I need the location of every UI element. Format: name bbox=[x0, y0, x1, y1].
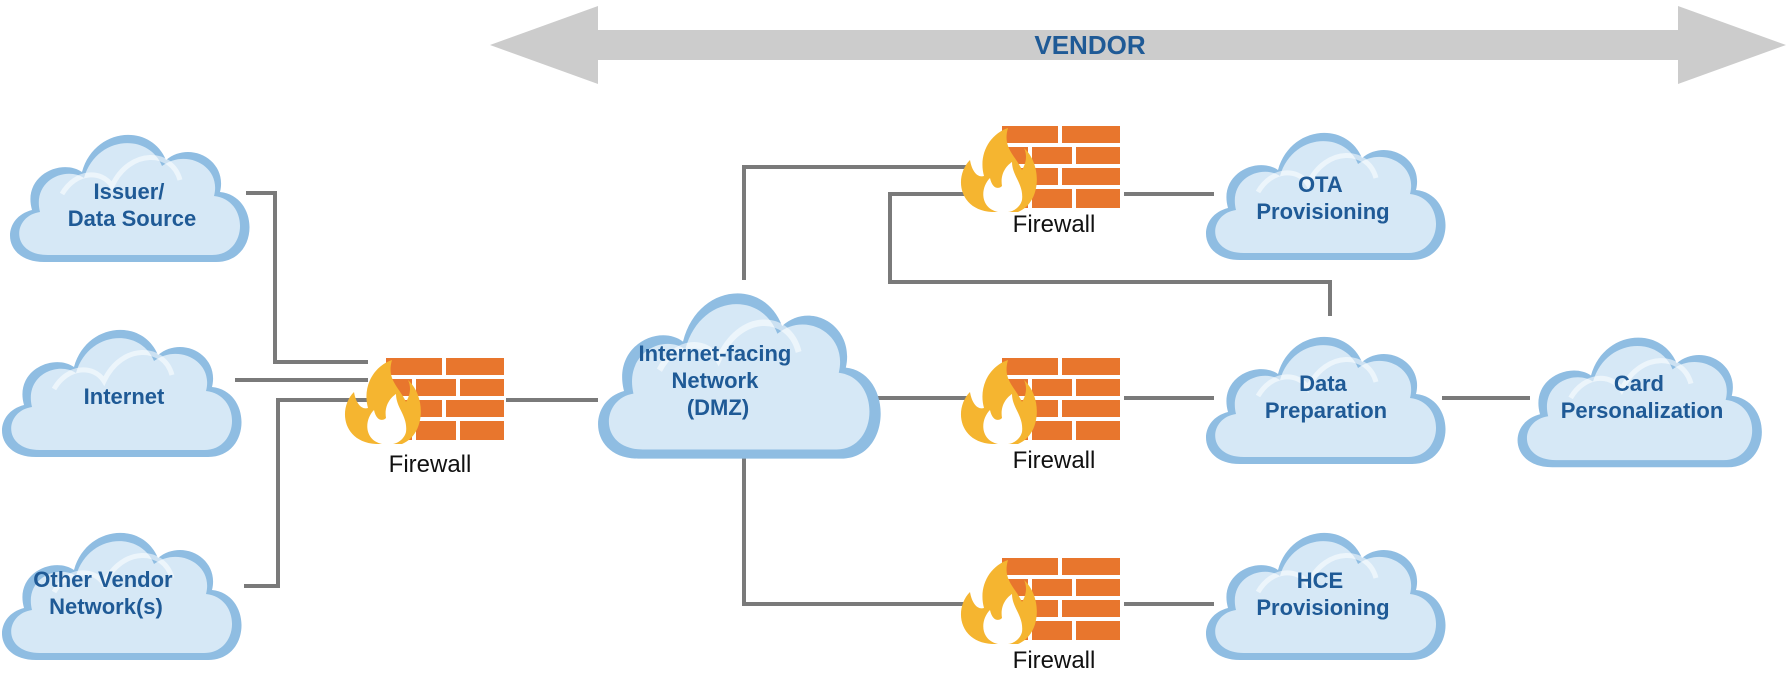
cloud-issuer-label: Issuer/ Data Source bbox=[68, 179, 196, 231]
firewall-icon bbox=[960, 356, 1122, 444]
firewall-main-label: Firewall bbox=[389, 451, 472, 478]
cloud-dmz: Internet-facing Network (DMZ) bbox=[598, 293, 881, 458]
connector-dmz-hce-firewall bbox=[742, 456, 968, 606]
cloud-other-vendor: Other Vendor Network(s) bbox=[2, 533, 242, 660]
cloud-card-personalization: Card Personalization bbox=[1518, 338, 1762, 468]
firewall-ota-label: Firewall bbox=[1013, 211, 1096, 238]
cloud-issuer-line-1: Issuer/ bbox=[93, 179, 164, 204]
cloud-hce: HCE Provisioning bbox=[1206, 533, 1446, 660]
firewall-main: Firewall bbox=[344, 356, 506, 478]
connector-dmz-ota-firewall bbox=[742, 165, 968, 280]
cloud-dmz-line-1: Internet-facing bbox=[639, 341, 792, 366]
double-arrow-icon bbox=[490, 6, 1786, 84]
cloud-issuer-line-2: Data Source bbox=[68, 206, 196, 231]
cloud-ota-line-1: OTA bbox=[1298, 172, 1343, 197]
cloud-dmz-line-3: (DMZ) bbox=[687, 395, 749, 420]
connector-othervendor-firewall bbox=[244, 398, 368, 588]
firewall-icon bbox=[960, 556, 1122, 644]
cloud-issuer: Issuer/ Data Source bbox=[10, 135, 250, 262]
vendor-banner: VENDOR bbox=[490, 6, 1786, 84]
cloud-data-preparation-line-2: Preparation bbox=[1265, 398, 1387, 423]
cloud-hce-line-2: Provisioning bbox=[1256, 595, 1389, 620]
cloud-data-preparation-line-1: Data bbox=[1299, 371, 1347, 396]
cloud-ota: OTA Provisioning bbox=[1206, 133, 1446, 260]
firewall-data-preparation-label: Firewall bbox=[1013, 447, 1096, 474]
cloud-internet: Internet bbox=[2, 330, 242, 457]
firewall-icon bbox=[960, 124, 1122, 212]
firewall-ota: Firewall bbox=[960, 124, 1122, 238]
cloud-card-personalization-line-1: Card bbox=[1614, 371, 1664, 396]
cloud-hce-label: HCE Provisioning bbox=[1256, 568, 1389, 620]
cloud-ota-label: OTA Provisioning bbox=[1256, 172, 1389, 224]
firewall-data-preparation: Firewall bbox=[960, 356, 1122, 474]
connector-ota-firewall-dataprep bbox=[888, 192, 1332, 316]
connector-issuer-firewall bbox=[246, 191, 368, 364]
firewall-hce-label: Firewall bbox=[1013, 647, 1096, 673]
cloud-hce-line-1: HCE bbox=[1297, 568, 1343, 593]
connectors bbox=[235, 165, 1530, 606]
cloud-dmz-label: Internet-facing Network (DMZ) bbox=[639, 341, 798, 420]
cloud-other-vendor-label: Other Vendor Network(s) bbox=[33, 567, 178, 619]
cloud-internet-label: Internet bbox=[84, 384, 165, 409]
cloud-card-personalization-label: Card Personalization bbox=[1561, 371, 1724, 423]
cloud-ota-line-2: Provisioning bbox=[1256, 199, 1389, 224]
cloud-dmz-line-2: Network bbox=[672, 368, 760, 393]
cloud-card-personalization-line-2: Personalization bbox=[1561, 398, 1724, 423]
cloud-data-preparation: Data Preparation bbox=[1206, 337, 1446, 464]
firewall-icon bbox=[344, 356, 506, 444]
vendor-label: VENDOR bbox=[1034, 30, 1145, 60]
cloud-data-preparation-label: Data Preparation bbox=[1265, 371, 1387, 423]
cloud-internet-line-1: Internet bbox=[84, 384, 165, 409]
cloud-other-vendor-line-2: Network(s) bbox=[49, 594, 163, 619]
cloud-other-vendor-line-1: Other Vendor bbox=[33, 567, 173, 592]
firewall-hce: Firewall bbox=[960, 556, 1122, 673]
